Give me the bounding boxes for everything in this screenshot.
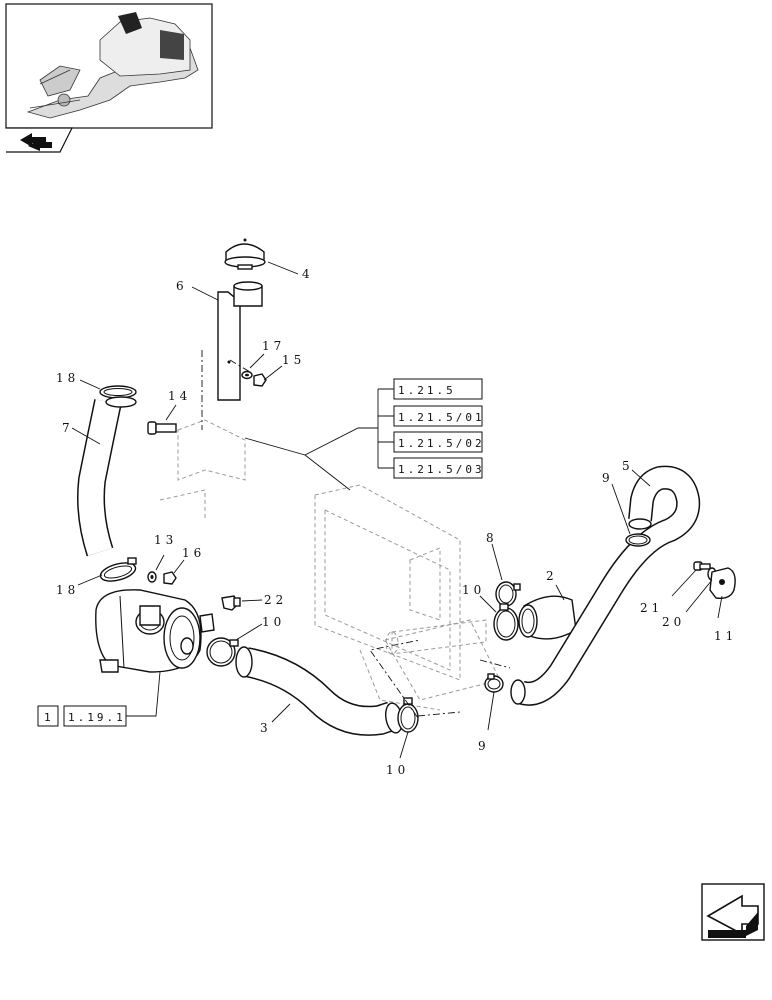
- callout-18b: 18: [56, 583, 79, 597]
- next-page-arrow-icon[interactable]: [701, 883, 765, 941]
- part-6-support-bracket[interactable]: [217, 281, 263, 401]
- callout-17: 17: [262, 339, 285, 353]
- callout-2: 2: [546, 569, 558, 583]
- callout-9b: 9: [478, 739, 490, 753]
- part-21-bolt[interactable]: [693, 561, 711, 571]
- reference-label: 1.21.5/02: [398, 437, 485, 450]
- part-8-hose-clamp[interactable]: [495, 581, 521, 607]
- callout-10a: 10: [262, 615, 285, 629]
- part-14-bolt[interactable]: [147, 421, 177, 435]
- callout-11: 11: [714, 629, 737, 643]
- part-9-hose-clamp-lower[interactable]: [484, 673, 504, 693]
- part-7-intake-hose[interactable]: [77, 396, 137, 557]
- callout-4: 4: [302, 267, 314, 281]
- part-10-hose-clamp-c[interactable]: [493, 603, 519, 641]
- part-4-precleaner-cap[interactable]: [224, 238, 266, 270]
- reference-label: 1.21.5: [398, 384, 456, 397]
- callout-13: 13: [154, 533, 177, 547]
- part-3-filter-outlet-hose[interactable]: [235, 646, 404, 736]
- reference-link-2[interactable]: 1.21.5/01: [393, 405, 485, 427]
- reference-label: 1.21.5/01: [398, 411, 485, 424]
- callout-7: 7: [62, 421, 74, 435]
- part-2-elbow-connector[interactable]: [518, 595, 577, 640]
- reference-qty: 1: [44, 711, 54, 724]
- callout-21: 21: [640, 601, 663, 615]
- reference-link-4[interactable]: 1.21.5/03: [393, 457, 485, 479]
- callout-16: 16: [182, 546, 205, 560]
- callout-20: 20: [662, 615, 685, 629]
- part-10-hose-clamp-b[interactable]: [397, 697, 419, 733]
- part-10-hose-clamp-a[interactable]: [206, 637, 239, 667]
- reference-label: 1.19.1: [68, 711, 126, 724]
- part-16-nut[interactable]: [163, 571, 177, 585]
- part-5-long-hose[interactable]: [510, 465, 701, 706]
- callout-15: 15: [282, 353, 305, 367]
- part-13-washer[interactable]: [147, 571, 157, 583]
- reference-link-3[interactable]: 1.21.5/02: [393, 431, 485, 453]
- callout-5: 5: [622, 459, 634, 473]
- part-11-mounting-bracket[interactable]: [709, 567, 736, 600]
- part-18-hose-clamp-lower[interactable]: [99, 557, 138, 584]
- callout-9a: 9: [602, 471, 614, 485]
- thumbnail-panel[interactable]: [5, 3, 213, 153]
- callout-18a: 18: [56, 371, 79, 385]
- reference-label: 1.21.5/03: [398, 463, 485, 476]
- part-9-hose-clamp-upper[interactable]: [625, 533, 651, 547]
- tractor-overview-thumbnail: [26, 12, 199, 119]
- double-arrow-icon: [20, 133, 52, 151]
- callout-10c: 10: [462, 583, 485, 597]
- callout-8: 8: [486, 531, 498, 545]
- part-15-nut[interactable]: [253, 373, 267, 387]
- callout-22: 22: [264, 593, 287, 607]
- reference-link-filter[interactable]: 1 1.19.1: [37, 705, 127, 727]
- intake-pipe-outline: [385, 619, 487, 655]
- callout-6: 6: [176, 279, 188, 293]
- callout-14: 14: [168, 389, 191, 403]
- reference-link-1[interactable]: 1.21.5: [393, 378, 483, 400]
- part-17-washer[interactable]: [241, 370, 253, 380]
- part-22-fitting[interactable]: [221, 595, 241, 611]
- air-filter-assembly[interactable]: [95, 589, 215, 673]
- callout-10b: 10: [386, 763, 409, 777]
- part-18-hose-clamp-upper[interactable]: [99, 385, 137, 399]
- callout-3: 3: [260, 721, 272, 735]
